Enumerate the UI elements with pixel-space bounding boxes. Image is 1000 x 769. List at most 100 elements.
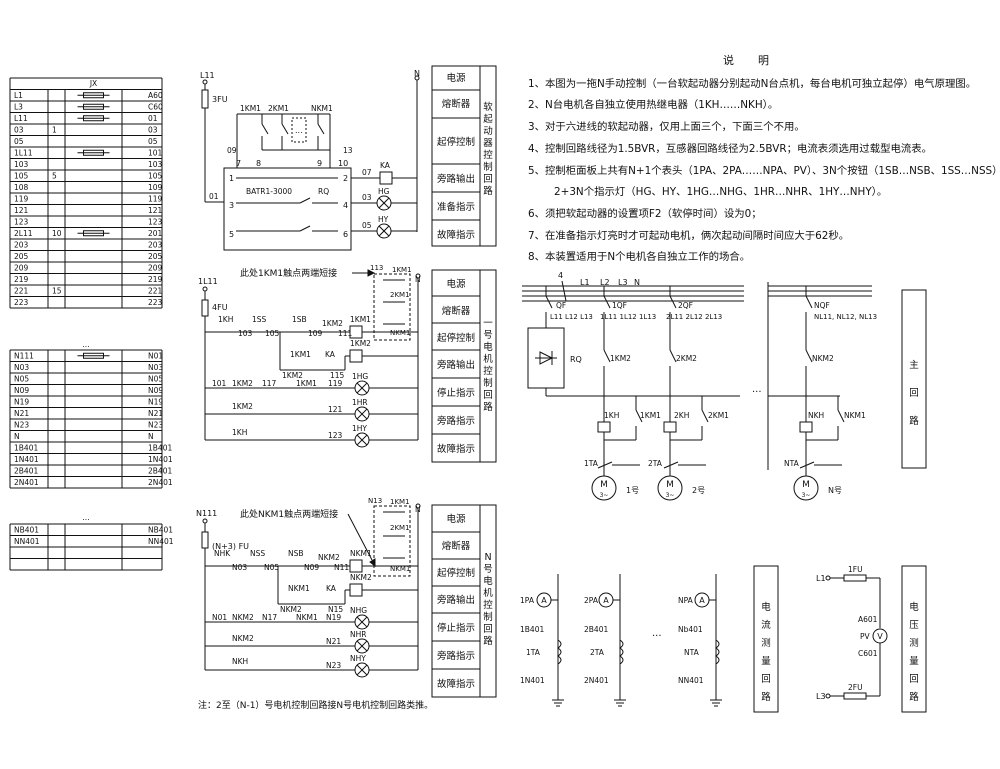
- svg-text:3~: 3~: [600, 492, 609, 499]
- terminal-left: L3: [14, 103, 23, 112]
- svg-text:N01: N01: [212, 613, 227, 622]
- svg-text:3: 3: [229, 201, 234, 210]
- svg-text:1KM2: 1KM2: [322, 319, 343, 328]
- softstarter-function-table: 电源 熔断器 起停控制 旁路输出 准备指示 故障指示 软起动器控制回路: [431, 65, 497, 247]
- svg-text:1L11: 1L11: [198, 277, 218, 286]
- terminal-right: N21: [148, 409, 163, 418]
- svg-text:2KM1: 2KM1: [390, 291, 410, 299]
- terminal-right: 109: [148, 183, 163, 192]
- terminal-left: 223: [14, 298, 29, 307]
- svg-text:NHK: NHK: [214, 549, 231, 558]
- table-ellipsis: ...: [82, 513, 89, 522]
- terminal-left: 103: [14, 160, 29, 169]
- terminal-right: N05: [148, 375, 163, 384]
- terminal-right: 05: [148, 137, 158, 146]
- svg-text:Nb401: Nb401: [678, 625, 703, 634]
- terminal-left: N09: [14, 386, 29, 395]
- terminal-right: A60: [148, 91, 163, 100]
- svg-text:故障指示: 故障指示: [437, 229, 475, 241]
- svg-text:4: 4: [343, 201, 348, 210]
- svg-text:N17: N17: [262, 613, 277, 622]
- svg-text:13: 13: [343, 146, 353, 155]
- svg-text:2KM1: 2KM1: [390, 524, 410, 532]
- svg-text:1FU: 1FU: [848, 565, 863, 574]
- terminal-right: 101: [148, 149, 163, 158]
- svg-text:NKM1: NKM1: [288, 584, 310, 593]
- svg-text:NSS: NSS: [250, 549, 265, 558]
- svg-text:旁路输出: 旁路输出: [437, 594, 475, 606]
- terminal-right: N: [148, 432, 154, 441]
- terminal-left: 121: [14, 206, 29, 215]
- svg-text:NKM1: NKM1: [311, 104, 333, 113]
- terminal-number: 10: [52, 229, 62, 238]
- svg-text:1KM2: 1KM2: [232, 379, 253, 388]
- svg-text:A: A: [603, 596, 609, 605]
- svg-text:L3: L3: [618, 278, 628, 287]
- terminal-right: NB401: [148, 526, 173, 535]
- svg-text:NKM1: NKM1: [390, 565, 410, 573]
- terminal-left: 203: [14, 241, 29, 250]
- svg-text:1KM1: 1KM1: [640, 411, 661, 420]
- svg-text:N111: N111: [196, 509, 217, 518]
- note-line: 6、须把软起动器的设置项F2（软停时间）设为0；: [528, 207, 762, 220]
- svg-text:V: V: [877, 632, 883, 641]
- terminal-right: NN401: [148, 537, 174, 546]
- svg-text:A601: A601: [858, 615, 878, 624]
- svg-text:QF: QF: [556, 301, 566, 310]
- svg-text:1KM2: 1KM2: [232, 402, 253, 411]
- svg-text:故障指示: 故障指示: [437, 443, 475, 455]
- svg-text:电源: 电源: [446, 72, 466, 84]
- terminal-right: 105: [148, 172, 163, 181]
- svg-text:5: 5: [229, 230, 234, 239]
- svg-text:109: 109: [308, 329, 323, 338]
- svg-text:故障指示: 故障指示: [437, 678, 475, 690]
- softstarter-box: [223, 167, 352, 251]
- svg-text:2PA: 2PA: [584, 596, 599, 605]
- svg-text:1B401: 1B401: [520, 625, 544, 634]
- svg-text:KA: KA: [326, 584, 337, 593]
- table-ellipsis: ...: [82, 340, 89, 349]
- svg-text:2KM2: 2KM2: [676, 354, 697, 363]
- terminal-right: 01: [148, 114, 158, 123]
- svg-text:NKM2: NKM2: [350, 573, 372, 582]
- svg-text:117: 117: [262, 379, 277, 388]
- terminal-right: 205: [148, 252, 163, 261]
- svg-text:NHY: NHY: [350, 654, 366, 663]
- terminal-right: 03: [148, 126, 158, 135]
- terminal-right: 1B401: [148, 444, 172, 453]
- current-measurement: A 1PA 1B401 1TA 1N401 A 2PA 2B401 2TA 2N…: [520, 565, 779, 713]
- svg-text:1KH: 1KH: [232, 428, 247, 437]
- svg-text:PV: PV: [860, 632, 871, 641]
- svg-text:NKM1: NKM1: [350, 549, 372, 558]
- svg-text:NKM2: NKM2: [232, 613, 254, 622]
- svg-text:HG: HG: [378, 187, 390, 196]
- svg-text:L2: L2: [600, 278, 610, 287]
- svg-text:N19: N19: [326, 613, 341, 622]
- svg-text:(N+3) FU: (N+3) FU: [212, 542, 249, 551]
- svg-text:121: 121: [328, 405, 343, 414]
- terminal-right: 103: [148, 160, 163, 169]
- svg-text:1KH: 1KH: [604, 411, 619, 420]
- svg-text:1TA: 1TA: [584, 459, 599, 468]
- svg-text:2N401: 2N401: [584, 676, 609, 685]
- ss-supply-label: L11: [200, 71, 215, 80]
- terminal-left: 119: [14, 195, 29, 204]
- svg-text:N05: N05: [264, 563, 279, 572]
- svg-text:2KM1: 2KM1: [268, 104, 289, 113]
- svg-text:N09: N09: [304, 563, 319, 572]
- svg-text:1KM2: 1KM2: [282, 371, 303, 380]
- terminal-right: N03: [148, 363, 163, 372]
- svg-text:NKM2: NKM2: [318, 553, 340, 562]
- svg-text:L1: L1: [816, 574, 826, 583]
- svg-text:准备指示: 准备指示: [437, 201, 475, 213]
- softstarter-model: BATR1-3000: [246, 187, 292, 196]
- note-line: 1、本图为一拖N手动控制（一台软起动器分别起动N台点机，每台电机可独立起停）电气…: [528, 77, 977, 90]
- svg-text:1HY: 1HY: [352, 424, 367, 433]
- motorN-circuit: N111 (N+3) FU 此处NKM1触点两端短接 N N13 1KM1 2K…: [196, 497, 497, 698]
- svg-text:M: M: [802, 480, 810, 490]
- svg-text:2TA: 2TA: [648, 459, 663, 468]
- svg-text:1KM1: 1KM1: [296, 379, 317, 388]
- svg-text:119: 119: [328, 379, 343, 388]
